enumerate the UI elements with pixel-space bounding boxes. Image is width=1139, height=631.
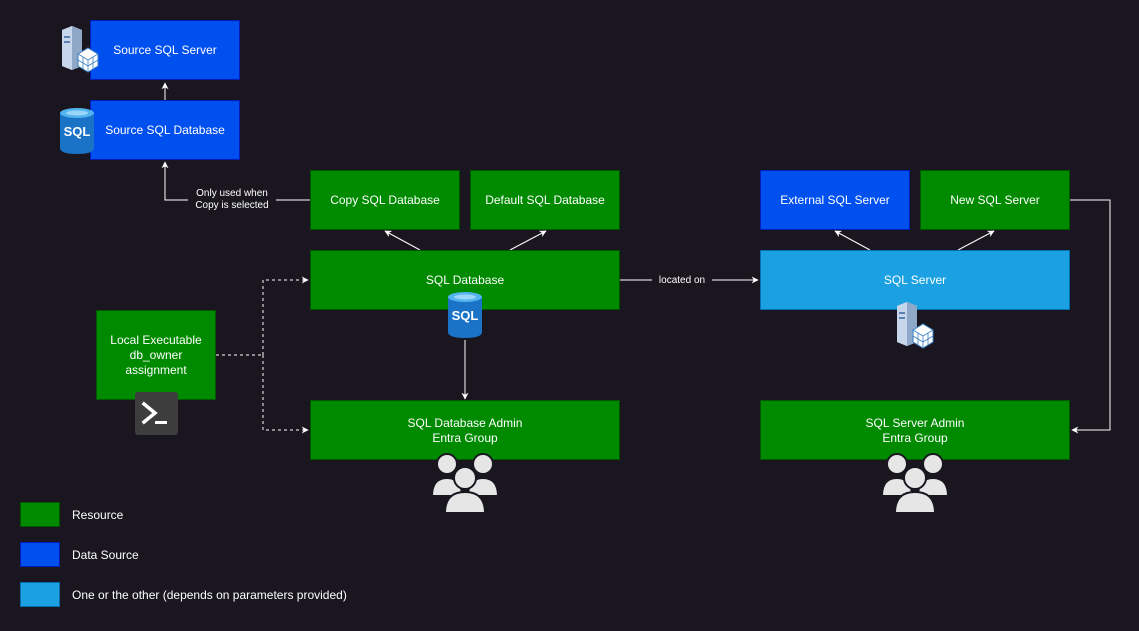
copy-sql-database-node: Copy SQL Database	[310, 170, 460, 230]
sql-database-icon	[446, 290, 484, 340]
legend-swatch-resource	[20, 502, 60, 527]
server-icon	[893, 300, 935, 350]
legend-label-either: One or the other (depends on parameters …	[72, 588, 347, 602]
edge-new-server-to-server-admin	[1070, 199, 1111, 434]
sql-database-icon	[58, 106, 96, 156]
local-executable-node: Local Executable db_owner assignment	[96, 310, 216, 400]
default-sql-database-node: Default SQL Database	[470, 170, 620, 230]
source-sql-database-node: Source SQL Database	[90, 100, 240, 160]
edge-label-located-on: located on	[652, 275, 712, 287]
sql-icon-text: SQL	[63, 124, 91, 139]
edge-sql-server-to-new-server	[957, 230, 995, 251]
source-sql-server-node: Source SQL Server	[90, 20, 240, 80]
terminal-icon	[135, 392, 178, 435]
edge-local-exec-to-sql-db	[262, 276, 309, 355]
legend-label-data-source: Data Source	[72, 548, 139, 562]
user-group-icon	[430, 450, 500, 514]
legend-swatch-data-source	[20, 542, 60, 567]
legend-swatch-either	[20, 582, 60, 607]
edge-sql-server-to-external	[834, 230, 871, 251]
new-sql-server-node: New SQL Server	[920, 170, 1070, 230]
user-group-icon	[880, 450, 950, 514]
legend-label-resource: Resource	[72, 508, 124, 522]
edge-label-only-used-when-copy: Only used when Copy is selected	[188, 188, 276, 212]
sql-server-admin-group-node: SQL Server Admin Entra Group	[760, 400, 1070, 460]
external-sql-server-node: External SQL Server	[760, 170, 910, 230]
edge-local-exec-to-admin-group	[262, 355, 309, 434]
edge-sql-db-to-default-db	[509, 230, 547, 251]
sql-database-admin-group-node: SQL Database Admin Entra Group	[310, 400, 620, 460]
edge-sql-db-to-copy-db	[384, 230, 421, 251]
server-icon	[58, 24, 100, 74]
sql-icon-text: SQL	[451, 308, 479, 323]
